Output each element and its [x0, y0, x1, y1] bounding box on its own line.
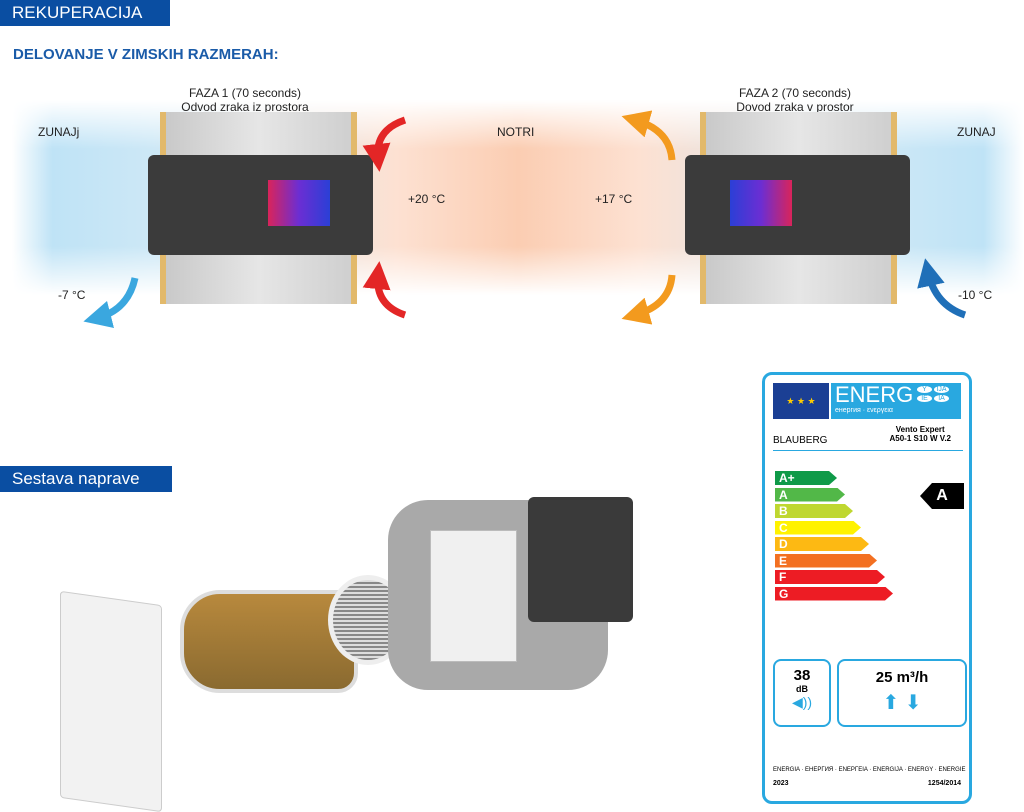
energy-class-A: A	[775, 488, 845, 502]
temp-outside-left: -7 °C	[58, 288, 86, 302]
airflow-arrows	[83, 110, 967, 329]
arrow-up-icon: ⬆	[882, 692, 900, 714]
arrow-red-in	[362, 116, 407, 172]
arrow-red-out	[362, 261, 407, 319]
ventilator-unit-right	[685, 155, 910, 255]
energy-class-D: D	[775, 537, 869, 551]
energy-class-G: G	[775, 587, 893, 601]
brand: BLAUBERG	[773, 435, 828, 446]
arrow-down-icon: ⬇	[904, 692, 922, 714]
noise-box: 38 dB ◀))	[773, 659, 831, 727]
energy-class-B: B	[775, 504, 853, 518]
outside-right-label: ZUNAJ	[957, 125, 996, 139]
label-footer-text: ENERGIA · ЕНЕРГИЯ · ΕΝΕΡΓΕΙΑ · ENERGIJA …	[773, 767, 966, 773]
outside-left-label: ZUNAJj	[38, 125, 80, 139]
outer-hood	[528, 497, 633, 622]
heat-exchanger-left	[268, 180, 330, 226]
temp-inside-right: +17 °C	[595, 192, 633, 206]
energy-class-E: E	[775, 554, 877, 568]
energy-class-C: C	[775, 521, 861, 535]
ventilator-unit-left	[148, 155, 373, 255]
airflow-box: 25 m³/h ⬆ ⬇	[837, 659, 967, 727]
arrow-orange-in	[621, 110, 676, 161]
fan-unit-housing	[430, 530, 517, 662]
temp-outside-right: -10 °C	[958, 288, 993, 302]
subtitle: DELOVANJE V ZIMSKIH RAZMERAH:	[13, 46, 279, 63]
energy-rating-arrow: A	[920, 483, 964, 509]
energy-class-F: F	[775, 570, 885, 584]
phase2-label: FAZA 2 (70 seconds)Dovod zraka v prostor	[736, 86, 854, 114]
label-regulation: 1254/2014	[927, 780, 961, 787]
speaker-icon: ◀))	[791, 694, 813, 710]
inside-label: NOTRI	[497, 125, 535, 139]
eu-flag-icon: ★ ★ ★	[773, 383, 829, 419]
section-title-assembly: Sestava naprave	[0, 466, 172, 492]
temp-inside-left: +20 °C	[408, 192, 446, 206]
section-title-recuperation: REKUPERACIJA	[0, 0, 170, 26]
arrow-blue-out	[83, 277, 139, 329]
arrow-blue-in	[917, 258, 967, 319]
label-year: 2023	[773, 780, 789, 787]
energy-class-A+: A+	[775, 471, 837, 485]
phase1-label: FAZA 1 (70 seconds)Odvod zraka iz prosto…	[181, 86, 309, 114]
front-cover-panel	[60, 590, 162, 812]
arrow-orange-out	[621, 274, 676, 325]
